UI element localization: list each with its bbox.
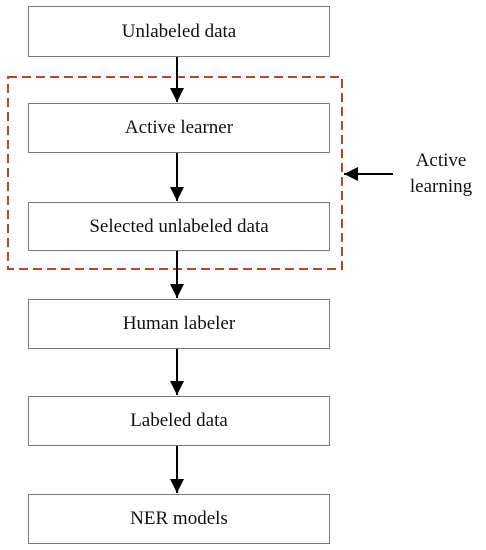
active-learning-label-line2: learning: [409, 176, 473, 197]
node-unlabeled-data-label: Unlabeled data: [121, 20, 237, 42]
node-selected-unlabeled-data-label: Selected unlabeled data: [89, 215, 269, 237]
node-unlabeled-data: Unlabeled data: [28, 6, 330, 57]
node-labeled-data: Labeled data: [28, 396, 330, 446]
node-labeled-data-label: Labeled data: [130, 410, 228, 431]
active-learning-label: Active learning: [398, 148, 484, 200]
node-ner-models: NER models: [28, 494, 330, 544]
node-ner-models-label: NER models: [130, 508, 228, 529]
active-learning-label-line1: Active: [415, 150, 467, 171]
active-learning-group-border: [7, 76, 343, 270]
node-human-labeler-label: Human labeler: [122, 313, 236, 334]
node-selected-unlabeled-data: Selected unlabeled data: [28, 202, 330, 251]
node-human-labeler: Human labeler: [28, 299, 330, 349]
node-active-learner-label: Active learner: [124, 117, 234, 138]
node-active-learner: Active learner: [28, 103, 330, 153]
